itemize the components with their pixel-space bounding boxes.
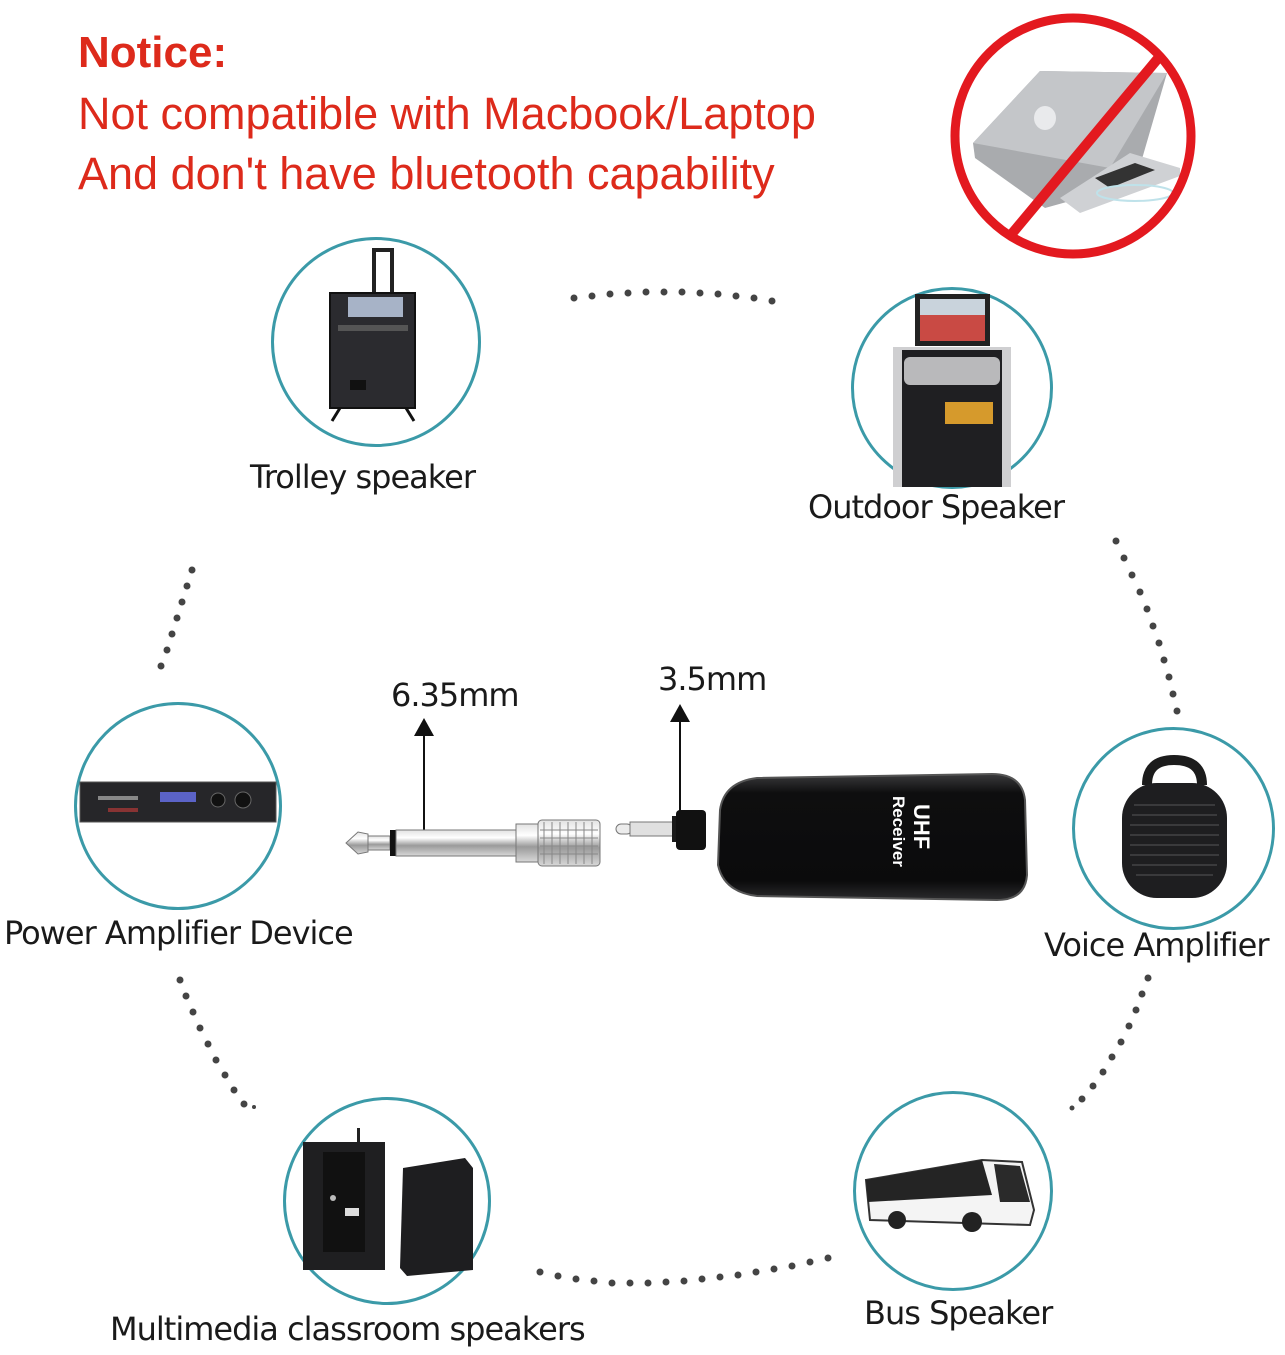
device-label: Trolley speaker	[250, 458, 476, 496]
device-label: Power Amplifier Device	[4, 914, 354, 952]
plug-size-label: 3.5mm	[658, 660, 767, 698]
outdoor-speaker-icon	[893, 294, 1011, 487]
power-amplifier-icon	[79, 781, 277, 823]
receiver-brand: UHF	[909, 804, 934, 850]
voice-amplifier-icon	[1122, 755, 1227, 898]
no-laptop-icon	[950, 13, 1196, 259]
device-label: Multimedia classroom speakers	[110, 1310, 586, 1348]
notice-line-compatibility: Not compatible with Macbook/Laptop	[78, 88, 816, 139]
audio-adapter-6-35mm-icon	[345, 819, 601, 867]
classroom-speakers-icon	[303, 1128, 473, 1276]
adapter-size-label: 6.35mm	[391, 676, 520, 714]
device-label: Outdoor Speaker	[808, 488, 1065, 526]
uhf-receiver-icon	[615, 772, 1029, 902]
trolley-speaker-icon	[329, 248, 416, 422]
device-label: Voice Amplifier	[1044, 926, 1269, 964]
arrow-up-icon	[670, 704, 690, 824]
device-label: Bus Speaker	[864, 1294, 1053, 1332]
notice-line-bluetooth: And don't have bluetooth capability	[78, 148, 775, 199]
bus-icon	[864, 1158, 1036, 1232]
receiver-text: Receiver	[889, 796, 908, 867]
notice-title: Notice:	[78, 28, 228, 77]
arrow-up-icon	[414, 718, 434, 833]
